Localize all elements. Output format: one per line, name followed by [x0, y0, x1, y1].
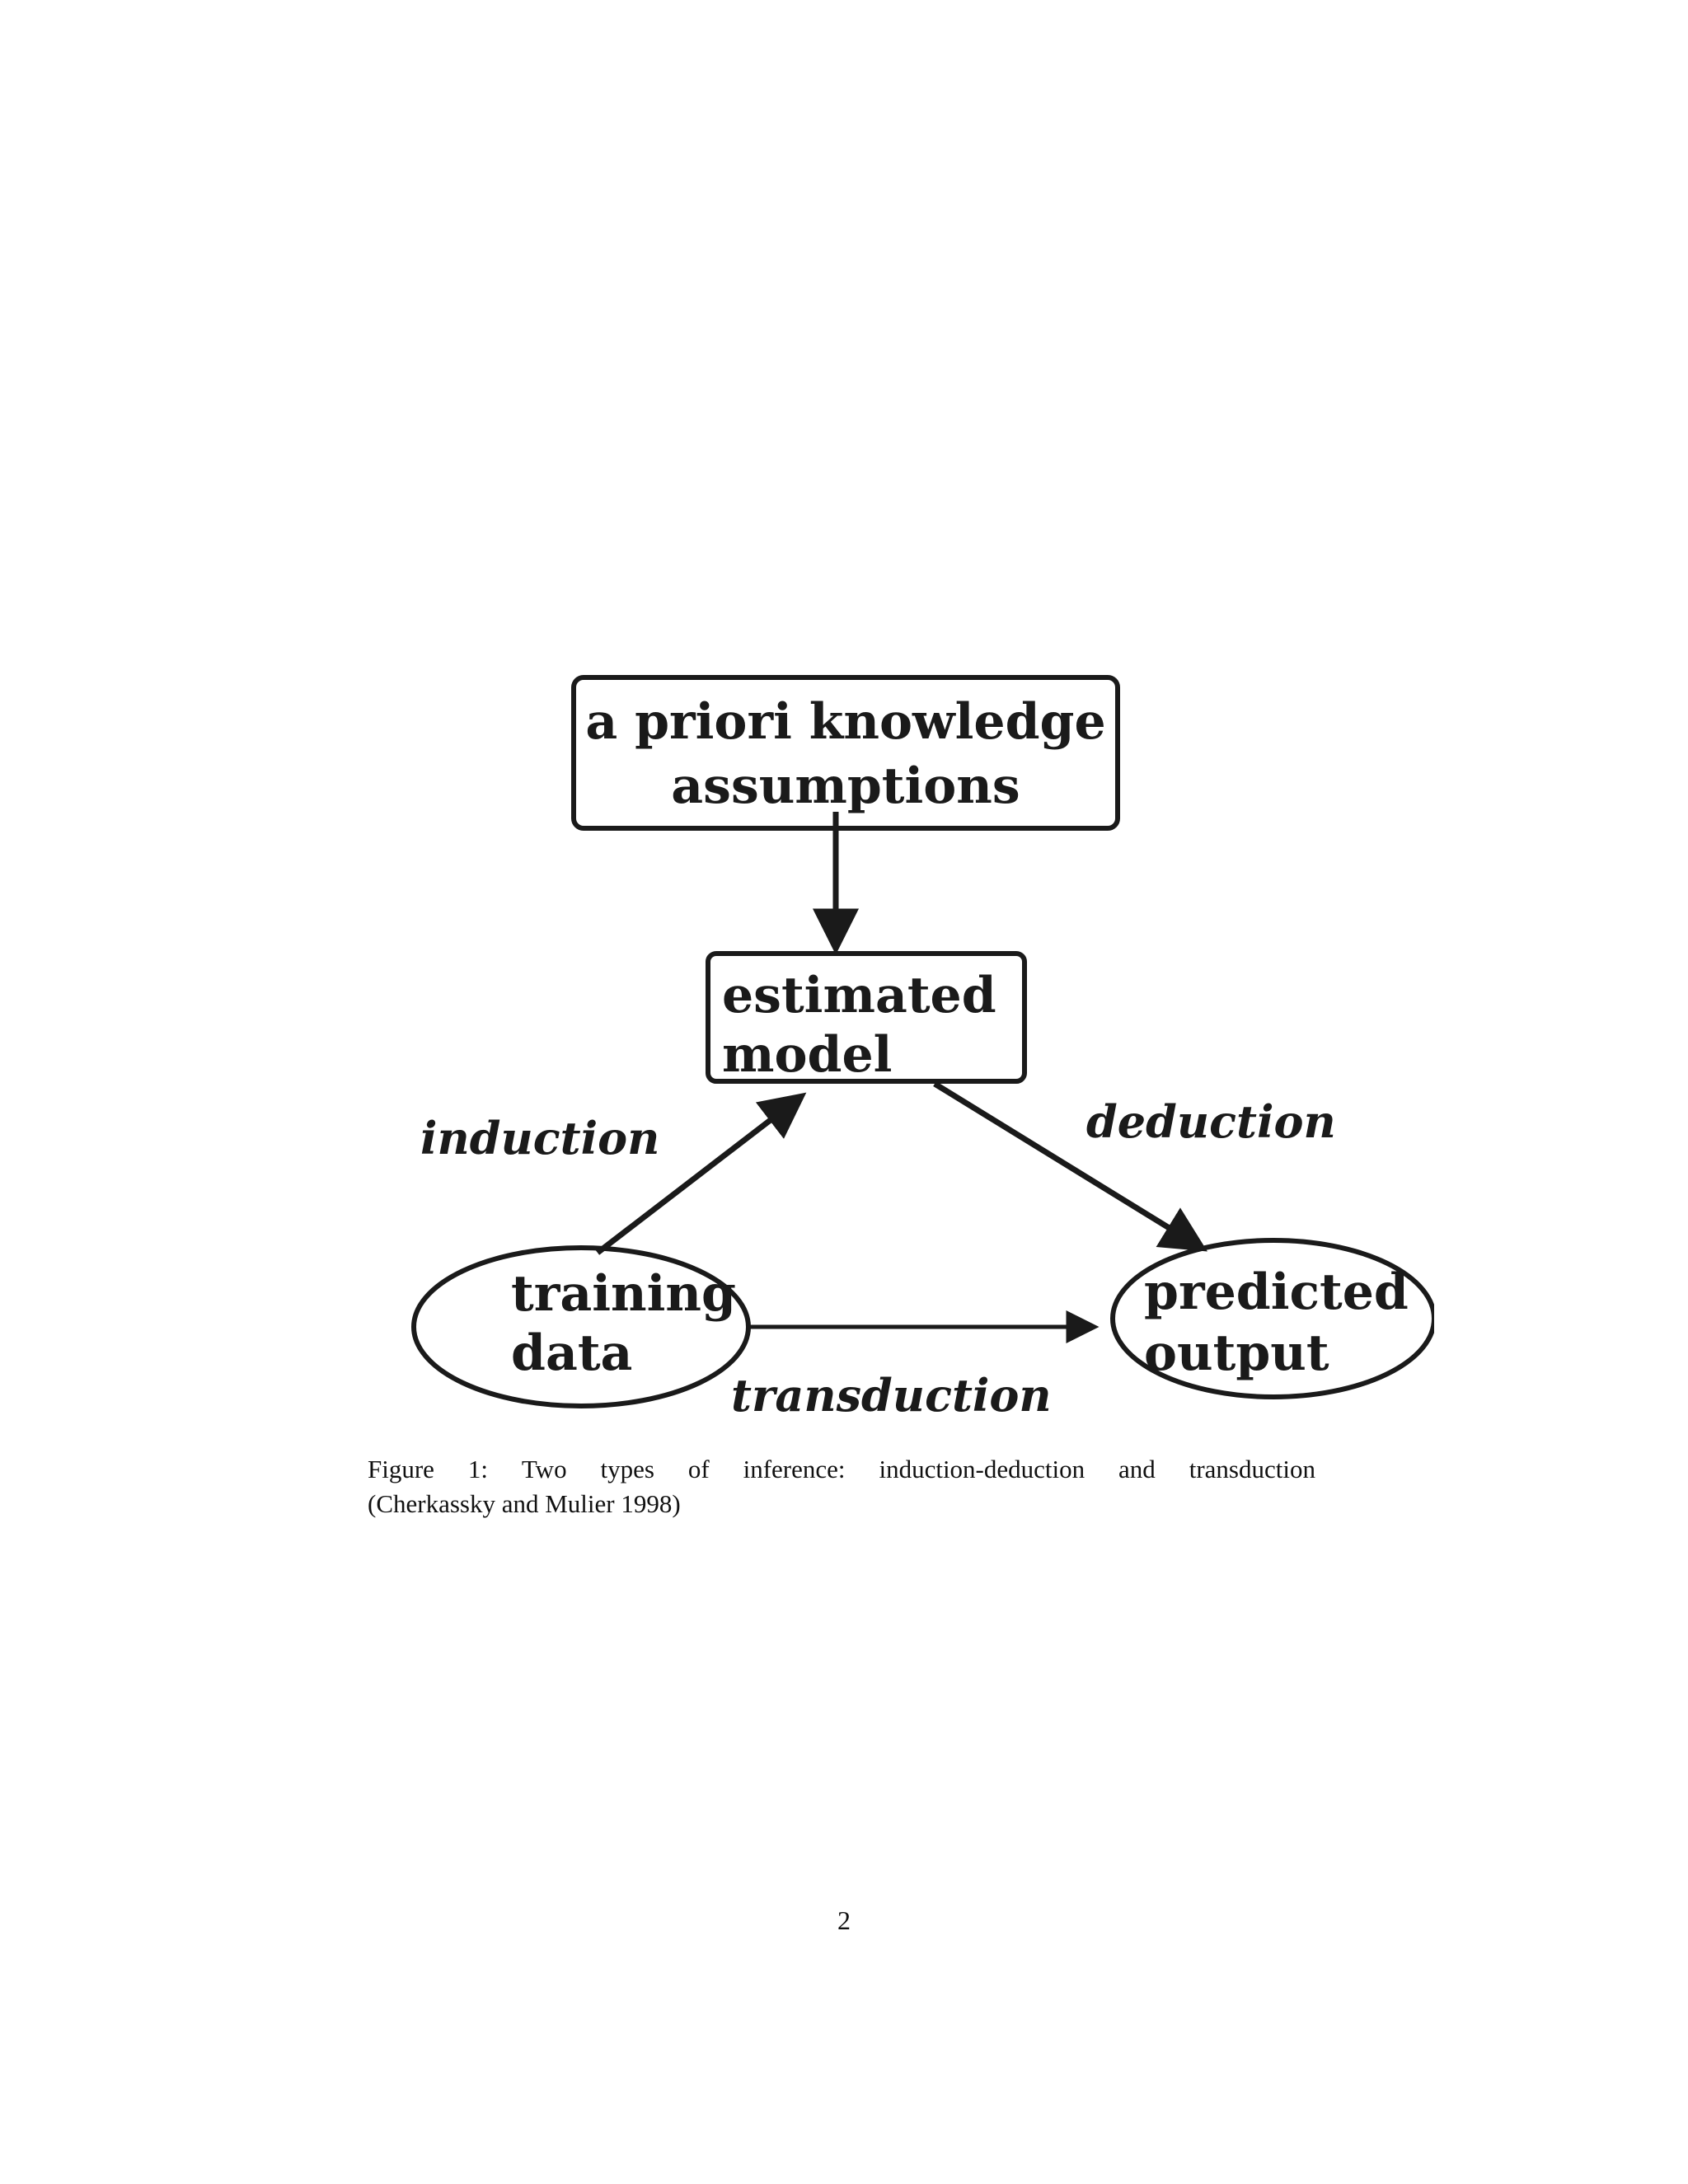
- caption-word: Figure: [368, 1455, 434, 1483]
- deduction-arrow: [933, 1081, 1207, 1252]
- induction-arrow: [595, 1092, 807, 1255]
- deduction-label: deduction: [1086, 1095, 1336, 1148]
- caption-word: inference:: [743, 1455, 846, 1483]
- caption-word: and: [1118, 1455, 1156, 1483]
- induction-label: induction: [420, 1112, 659, 1165]
- caption-line-2: (Cherkassky and Mulier 1998): [368, 1489, 681, 1518]
- predicted-label: predicted: [1144, 1263, 1409, 1321]
- model-label: model: [722, 1026, 892, 1084]
- output-label: output: [1144, 1324, 1329, 1382]
- caption-word: of: [687, 1455, 710, 1483]
- caption-line-1: Figure 1: Two types of inference: induct…: [368, 1452, 1315, 1487]
- caption-word: 1:: [467, 1455, 488, 1483]
- page-number: 2: [837, 1905, 851, 1935]
- transduction-label: transduction: [731, 1369, 1052, 1422]
- caption-word: types: [600, 1455, 654, 1483]
- data-label: data: [511, 1324, 632, 1382]
- estimated-label: estimated: [722, 967, 996, 1024]
- training-label: training: [511, 1265, 736, 1323]
- caption-word: Two: [521, 1455, 567, 1483]
- caption-word: transduction: [1189, 1455, 1315, 1483]
- caption-word: induction-deduction: [879, 1455, 1085, 1483]
- a-priori-knowledge-node: a priori knowledge assumptions: [571, 675, 1120, 831]
- predicted-output-node: predicted output: [1110, 1238, 1434, 1399]
- inference-diagram: a priori knowledge assumptions estimated…: [363, 668, 1434, 1434]
- estimated-model-node: estimated model: [706, 951, 1027, 1084]
- a-priori-knowledge-label: a priori knowledge: [585, 693, 1105, 751]
- assumptions-label: assumptions: [671, 757, 1020, 815]
- training-data-node: training data: [411, 1245, 751, 1408]
- figure-caption: Figure 1: Two types of inference: induct…: [368, 1452, 1315, 1521]
